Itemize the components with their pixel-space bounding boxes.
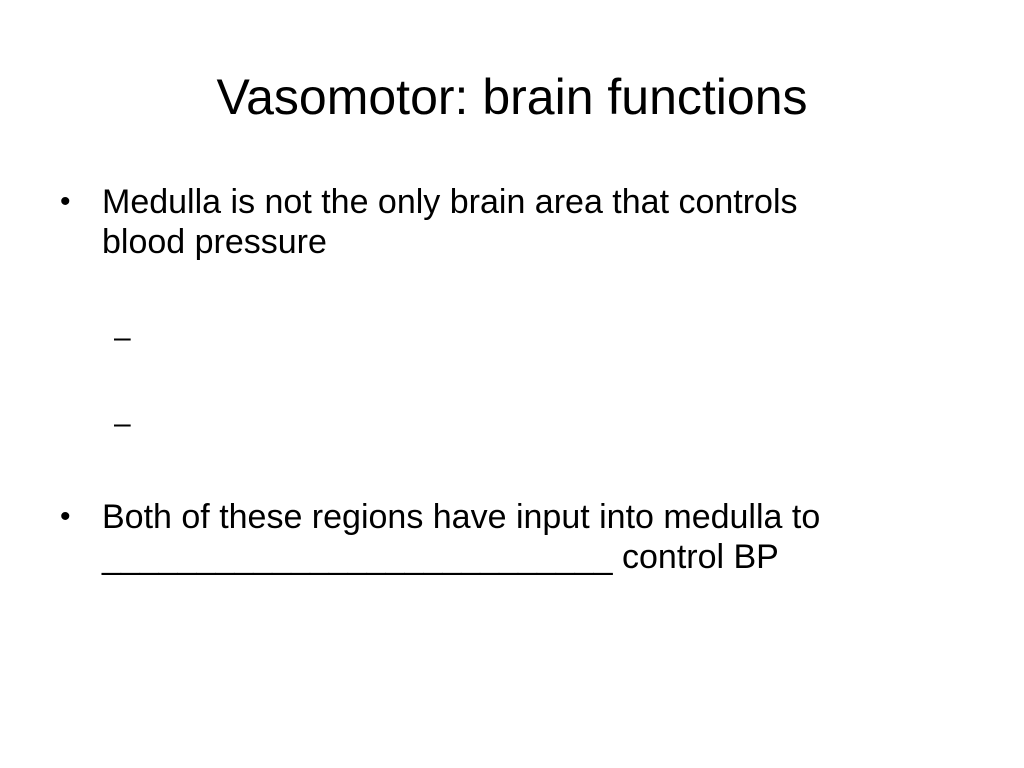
bullet-line: ___________________________ control BP: [102, 538, 779, 576]
bullet-line: Medulla is not the only brain area that …: [102, 183, 798, 221]
bullet-marker: •: [60, 185, 71, 218]
sub-bullet-item: –: [114, 406, 131, 442]
bullet-line: Both of these regions have input into me…: [102, 498, 821, 536]
bullet-text: Medulla is not the only brain area that …: [102, 182, 962, 262]
sub-bullet-item: –: [114, 320, 131, 356]
sub-bullet-marker: –: [114, 321, 131, 354]
bullet-line: blood pressure: [102, 223, 327, 261]
sub-bullet-marker: –: [114, 407, 131, 440]
slide-title: Vasomotor: brain functions: [216, 69, 808, 125]
bullet-text: Both of these regions have input into me…: [102, 497, 962, 577]
bullet-marker: •: [60, 500, 71, 533]
